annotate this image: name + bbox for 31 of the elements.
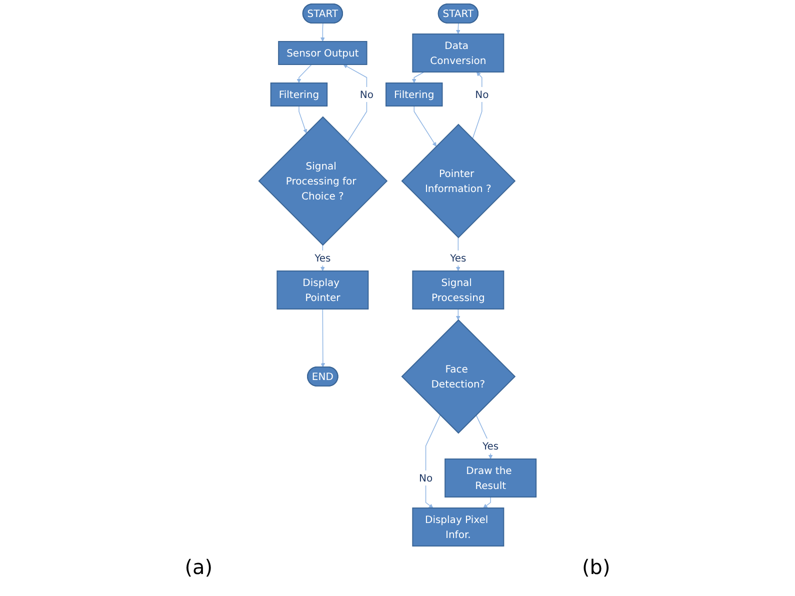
node-diamond: Signal Processing for Choice ? [258,116,388,246]
arrow [425,414,441,508]
node-box: Filtering [270,82,328,106]
node-box: Display Pointer [276,270,369,310]
arrow [320,308,326,368]
figure-caption: (a) [184,555,213,579]
node-box: Draw the Result [444,458,537,498]
node-box: Filtering [386,82,443,106]
node-box: Signal Processing [412,270,504,310]
node-box: Display Pixel Infor. [412,508,504,546]
edge-label: Yes [482,438,499,454]
edge-label: No [475,87,489,102]
arrow [456,308,460,320]
arrow [343,64,368,142]
edge-label: Yes [450,250,466,266]
edge-label: No [418,470,433,486]
arrow [412,72,424,84]
arrow [296,64,312,84]
arrow [320,22,325,42]
arrow [414,106,436,147]
node-box: Sensor Output [278,41,368,65]
arrow [483,496,491,508]
edge-label: No [360,87,374,102]
edge-label: Yes [314,250,331,266]
figure-caption: (b) [582,555,610,579]
node-box: Data Conversion [412,34,504,72]
node-diamond: Pointer Information ? [401,124,516,238]
node-diamond: Face Detection? [401,319,516,434]
arrow [298,106,308,134]
arrow [456,22,460,34]
arrow [476,414,493,460]
